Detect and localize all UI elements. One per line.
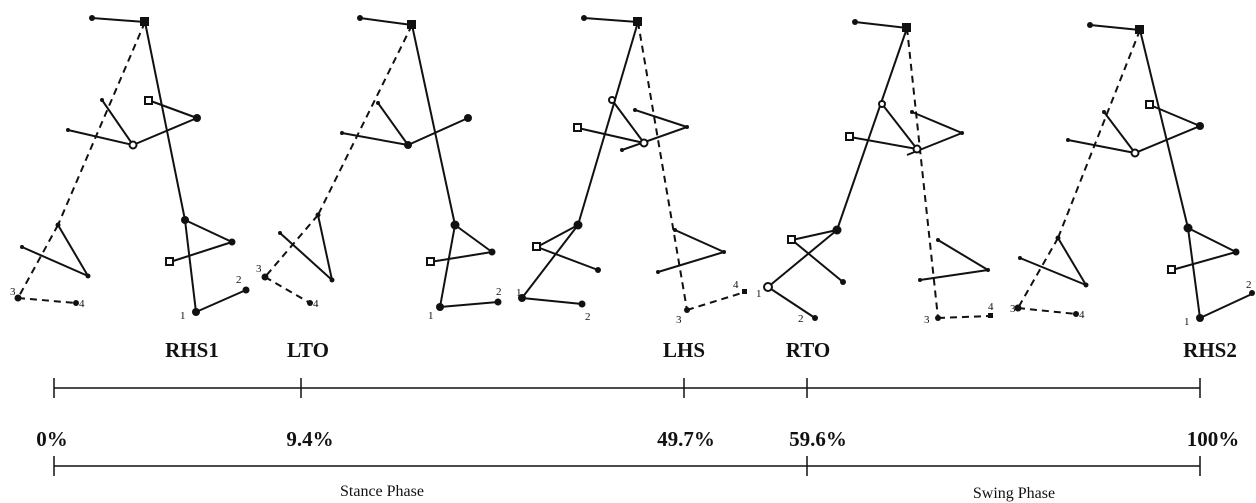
marker-num-3: 3 [256,263,262,275]
marker-num-4: 4 [313,298,319,310]
marker-num-1: 1 [428,310,434,322]
percent-label-59-6: 59.6% [789,427,847,451]
markers-rhs2 [1014,22,1255,322]
stick-figure-rto [767,21,991,319]
marker-num-4: 4 [1079,309,1085,321]
stick-figure-rhs2 [1017,24,1255,319]
marker-num-3: 3 [676,314,682,326]
marker-num-2: 2 [236,274,242,286]
marker-num-4: 4 [988,301,994,313]
stick-figure-rhs1 [17,17,247,313]
marker-num-2: 2 [798,313,804,325]
event-label-lhs: LHS [663,338,705,362]
percent-label-0: 0% [36,427,68,451]
markers-rhs1 [14,15,250,316]
markers-lto [261,15,502,311]
percent-label-100: 100% [1187,427,1240,451]
markers-rto [763,19,993,321]
marker-num-3: 3 [1010,303,1016,315]
marker-num-3: 3 [924,314,930,326]
event-label-rhs1: RHS1 [165,338,219,362]
marker-num-1: 1 [1184,316,1190,328]
event-label-rhs2: RHS2 [1183,338,1237,362]
percent-label-9-4: 9.4% [286,427,333,451]
marker-num-1: 1 [516,287,522,299]
phase-label-swing: Swing Phase [973,485,1055,502]
stick-figure-lto [264,17,499,308]
stick-figure-lhs [521,17,746,311]
marker-num-2: 2 [585,311,591,323]
event-label-rto: RTO [786,338,830,362]
marker-num-2: 2 [496,286,502,298]
event-label-lto: LTO [287,338,329,362]
phase-label-stance: Stance Phase [340,483,424,500]
phase-bar [53,456,1201,476]
marker-num-4: 4 [733,279,739,291]
markers-lhs [518,15,747,313]
percent-label-49-7: 49.7% [657,427,715,451]
marker-num-1: 1 [180,310,186,322]
marker-num-4: 4 [79,298,85,310]
marker-num-1: 1 [756,288,762,300]
marker-num-3: 3 [10,286,16,298]
gait-timeline [53,378,1201,398]
marker-num-2: 2 [1246,279,1252,291]
